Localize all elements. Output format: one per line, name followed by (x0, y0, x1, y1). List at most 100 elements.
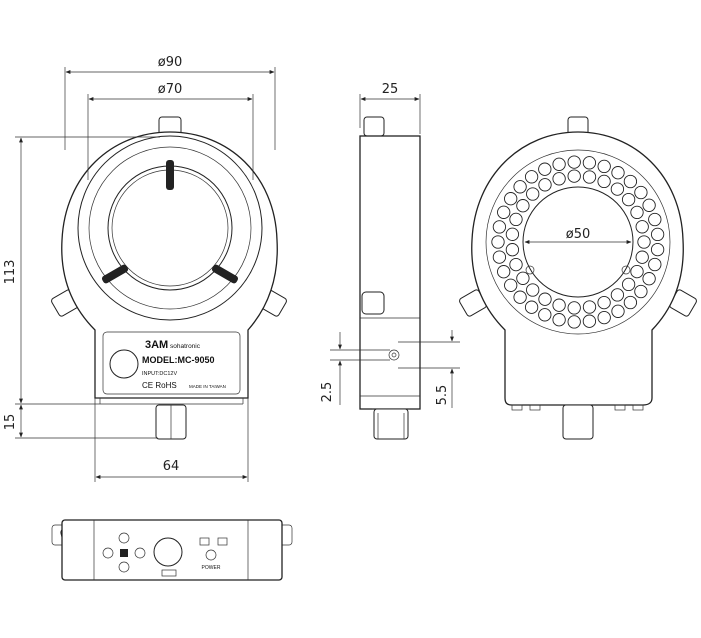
side-body (359, 135, 421, 410)
led (623, 174, 638, 189)
control-panel-body (61, 519, 283, 581)
led (611, 304, 625, 318)
dpad-left-button (102, 547, 114, 559)
led (513, 180, 527, 194)
led (524, 170, 539, 184)
led-view: ø50 (459, 116, 697, 440)
led (491, 235, 505, 249)
led (516, 271, 530, 285)
led (650, 242, 665, 257)
dpad-down-button (118, 561, 130, 573)
led (642, 272, 656, 286)
led (552, 313, 566, 327)
plate-brand: 3AM (145, 339, 168, 351)
led (504, 278, 518, 292)
dim-led-ring: ø50 (566, 227, 591, 242)
led (623, 295, 638, 310)
led (637, 235, 651, 249)
label-plate (102, 331, 241, 395)
dpad-up-button (118, 532, 130, 544)
dim-width-base: 64 (163, 459, 180, 474)
led (509, 212, 523, 227)
led (597, 295, 611, 310)
led (505, 243, 520, 257)
led (621, 277, 636, 292)
dim-height-base: 15 (3, 414, 18, 431)
led (648, 257, 662, 272)
led (567, 315, 581, 329)
led (597, 310, 611, 325)
mount-hole (388, 349, 400, 361)
led (582, 314, 597, 328)
led (567, 169, 581, 183)
dpad-center (120, 549, 128, 557)
led (567, 301, 581, 315)
led (597, 159, 611, 174)
plate-model: MODEL:MC-9050 (142, 355, 215, 365)
plate-brand-sub: sohatronic (170, 343, 201, 350)
side-view (359, 116, 421, 440)
dpad-right-button (134, 547, 146, 559)
outer-ring-edge (77, 135, 263, 321)
plate-input: INPUT:DC12V (142, 371, 177, 377)
led (634, 185, 648, 200)
led-bottom-knob (562, 404, 594, 440)
front-dimensions: ø90 ø70 113 15 64 (3, 55, 276, 482)
led (635, 250, 649, 264)
indicator-slot (161, 569, 177, 577)
mode-button (199, 537, 210, 546)
side-bottom-knob (373, 408, 409, 440)
led (505, 227, 520, 241)
led (492, 250, 507, 264)
led (524, 300, 539, 314)
led (497, 205, 511, 219)
mode-button-2 (217, 537, 228, 546)
led (513, 290, 527, 304)
led (516, 199, 530, 213)
led (567, 155, 581, 169)
led (634, 284, 648, 299)
led (642, 198, 656, 212)
side-top-knob (363, 116, 385, 137)
led (648, 212, 662, 227)
left-screw (101, 264, 129, 284)
led (621, 192, 636, 207)
plate-compliance: CE RoHS (142, 381, 177, 390)
led (610, 182, 625, 196)
led (538, 308, 552, 322)
led (611, 166, 625, 180)
led (650, 227, 665, 242)
side-dimensions: 25 2.5 5.5 (320, 82, 460, 408)
led (526, 283, 540, 297)
dimmer-dial (153, 537, 183, 567)
dim-offset-small: 2.5 (320, 382, 335, 403)
led-array (491, 155, 665, 329)
plate-knob (109, 349, 139, 379)
led (538, 292, 552, 306)
led-feet (511, 404, 644, 411)
led (538, 162, 552, 176)
led (497, 265, 511, 279)
plate-origin: MADE IN TAIWAN (189, 384, 226, 389)
led (509, 257, 523, 272)
power-label: POWER (202, 565, 221, 571)
top-screw (166, 160, 174, 190)
led (597, 174, 611, 189)
led (552, 157, 566, 171)
led (582, 300, 597, 314)
led (582, 156, 597, 170)
led (492, 220, 507, 234)
led (582, 170, 597, 184)
power-button (205, 549, 217, 561)
dim-depth: 25 (382, 82, 399, 97)
dim-height-total: 113 (3, 260, 18, 285)
led (538, 178, 552, 192)
led-aperture (522, 186, 634, 298)
led (504, 192, 518, 206)
led (610, 288, 625, 302)
led (552, 172, 566, 186)
led (630, 205, 644, 220)
front-view: 3AM sohatronic MODEL:MC-9050 INPUT:DC12V… (51, 116, 287, 440)
led (526, 187, 540, 201)
